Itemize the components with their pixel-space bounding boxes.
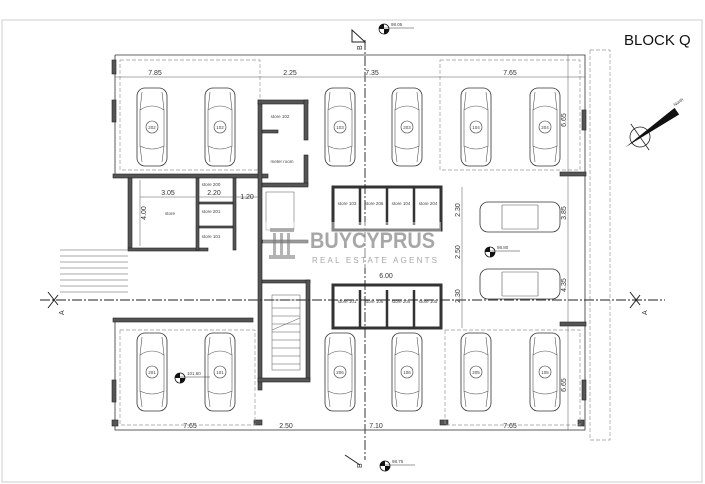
- section-label: A: [642, 310, 649, 315]
- sheet-frame: [1, 19, 703, 483]
- dimension-label: 6.65: [561, 113, 568, 127]
- dimension-label: 7.65: [503, 423, 517, 430]
- room-label: store 200: [202, 182, 221, 187]
- parking-space: 102: [204, 87, 236, 167]
- level-marker-icon: [484, 246, 496, 258]
- room-label: store 102: [271, 114, 290, 119]
- section-label: A: [59, 310, 66, 315]
- dimension-label: 2.50: [455, 245, 462, 259]
- entrance-ramp: [60, 249, 128, 293]
- parking-number: 101: [216, 370, 224, 375]
- parking-number: 205: [472, 370, 480, 375]
- dimension-label: 3.85: [561, 206, 568, 220]
- level-marker-icon: [174, 372, 186, 384]
- parking-space: 205: [460, 332, 492, 412]
- dimension-label: 2.50: [279, 423, 293, 430]
- section-marker-left: A: [47, 291, 66, 315]
- parking-space: 204: [529, 87, 561, 167]
- parking-number: 105: [541, 370, 549, 375]
- store-label: store 103: [338, 201, 357, 206]
- level-marker: 101.60: [174, 371, 210, 384]
- parking-number: 204: [541, 125, 549, 130]
- room-label: store: [165, 211, 176, 216]
- dimension-label: 2.30: [455, 289, 462, 303]
- parking-space: 202: [136, 87, 168, 167]
- parking-number: 206: [336, 370, 344, 375]
- parking-spaces: 202 102 103 203 104 204 201 101 206 106 205 105: [136, 87, 561, 412]
- parking-space: 201: [136, 332, 168, 412]
- watermark-tagline: REAL ESTATE AGENTS: [312, 256, 437, 265]
- level-marker-icon: [379, 460, 391, 472]
- parking-number: 203: [403, 125, 411, 130]
- dimension-label: 2.20: [207, 190, 221, 197]
- dimension-label: 3.05: [161, 190, 175, 197]
- level-marker-icon: [378, 23, 390, 35]
- north-label: North: [673, 97, 685, 108]
- parking-space: 206: [324, 332, 356, 412]
- car-icon: [479, 201, 561, 233]
- dimension-label: 4.00: [141, 206, 148, 220]
- dimension-label: 7.65: [503, 70, 517, 77]
- watermark: BUYCYPRUS REAL ESTATE AGENTS: [263, 222, 441, 268]
- dimension-label: 1.20: [240, 194, 254, 201]
- dimension-label: 6.65: [561, 378, 568, 392]
- section-marker-right: A: [629, 291, 649, 315]
- car-icon: [479, 268, 561, 300]
- parking-space: 203: [391, 87, 423, 167]
- room-label: store 101: [202, 234, 221, 239]
- room-label: meter room: [270, 159, 293, 164]
- section-marker-bottom: B: [344, 454, 364, 468]
- parking-number: 102: [216, 125, 224, 130]
- store-label: store 106: [365, 299, 384, 304]
- parking-number: 201: [148, 370, 156, 375]
- watermark-brand: BUYCYPRUS: [310, 228, 435, 253]
- level-value: 98.80: [497, 245, 509, 250]
- column-logo-icon: [269, 228, 295, 259]
- level-marker: 98.80: [484, 245, 520, 258]
- store-label: store 204: [419, 201, 438, 206]
- parking-space: 106: [391, 332, 423, 412]
- parking-space: 105: [529, 332, 561, 412]
- dimension-label: 7.85: [148, 70, 162, 77]
- store-label: store 206: [365, 201, 384, 206]
- parking-space: 104: [460, 87, 492, 167]
- dimension-label: 7.10: [369, 423, 383, 430]
- store-label: store 205: [392, 299, 411, 304]
- level-value: 98.75: [392, 459, 404, 464]
- storage-blocks: [331, 185, 443, 330]
- dimension-label: 6.00: [379, 273, 393, 280]
- store-label: store 104: [392, 201, 411, 206]
- section-label: B: [357, 463, 364, 468]
- room-label: store 201: [202, 209, 221, 214]
- parking-number: 202: [148, 125, 156, 130]
- block-title: BLOCK Q: [624, 32, 691, 49]
- parking-space: 103: [324, 87, 356, 167]
- parking-number: 104: [472, 125, 480, 130]
- service-core: [139, 99, 311, 391]
- section-label: B: [357, 45, 364, 50]
- level-value: 98.05: [391, 22, 403, 27]
- parking-space: 101: [204, 332, 236, 412]
- dimension-label: 7.65: [183, 423, 197, 430]
- north-arrow-icon: North: [625, 97, 685, 151]
- dimension-label: 7.35: [365, 70, 379, 77]
- parking-number: 106: [403, 370, 411, 375]
- dimension-label: 2.30: [455, 203, 462, 217]
- dimension-label: 2.25: [283, 70, 297, 77]
- level-marker: 98.05: [378, 22, 414, 35]
- store-label: store 105: [419, 299, 438, 304]
- level-marker: 98.75: [379, 459, 415, 472]
- section-marker-top: B: [351, 28, 367, 50]
- dimension-label: 4.35: [561, 278, 568, 292]
- level-value: 101.60: [187, 371, 201, 376]
- store-label: store 101: [338, 299, 357, 304]
- dimension-lines: [115, 55, 585, 431]
- parking-number: 103: [336, 125, 344, 130]
